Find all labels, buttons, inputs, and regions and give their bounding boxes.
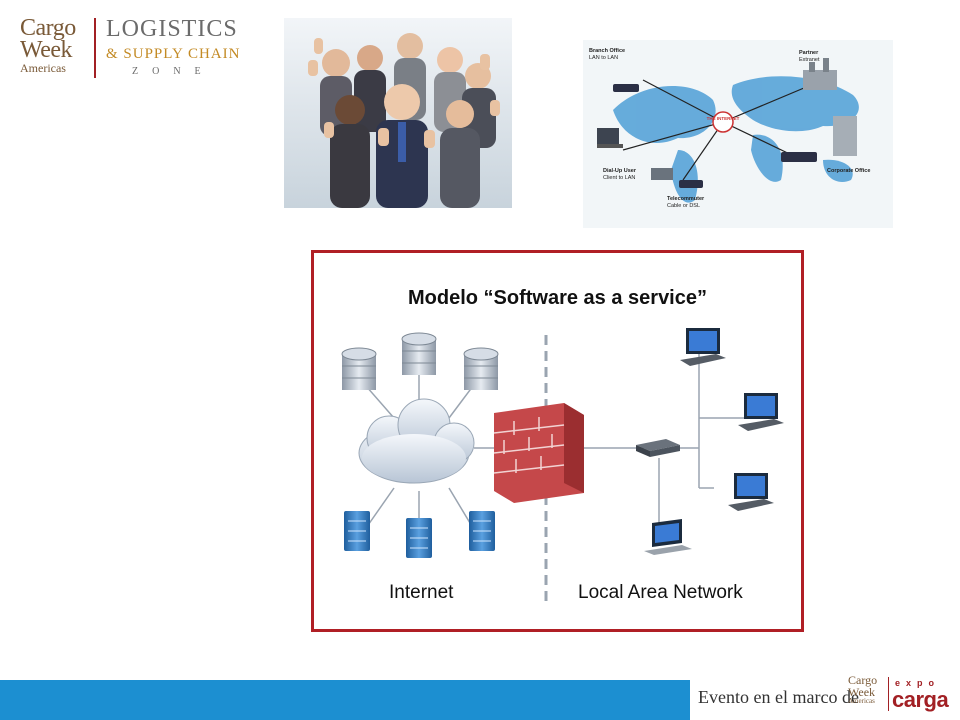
- map-partner-label: Partner: [799, 50, 819, 56]
- people-illustration: [284, 18, 512, 208]
- map-telecommuter-label: Telecommuter: [667, 196, 705, 202]
- desktop-computer-icons: [680, 328, 784, 511]
- network-switch-icon: [636, 439, 680, 457]
- map-dialup-sub-label: Client to LAN: [603, 175, 635, 181]
- internet-network-map-image: THE INTERNET Branch Office LAN to LAN Pa…: [583, 40, 893, 228]
- logo-supply-chain: & SUPPLY CHAIN: [106, 46, 241, 62]
- cargo-week-wordmark: Cargo Week Americas: [20, 16, 76, 74]
- map-telecommuter-sub-label: Cable or DSL: [667, 203, 700, 209]
- footer-logo-cargo: Cargo: [848, 673, 878, 687]
- map-branch-sub-label: LAN to LAN: [589, 55, 618, 61]
- footer-logo-carga: carga: [892, 687, 949, 712]
- saas-network-diagram: [341, 328, 784, 603]
- map-corporate-label: Corporate Office: [827, 168, 870, 174]
- local-area-network-label: Local Area Network: [578, 582, 743, 603]
- network-map-illustration: THE INTERNET Branch Office LAN to LAN Pa…: [583, 40, 893, 228]
- server-icons: [344, 511, 495, 558]
- logo-cargo: Cargo: [20, 15, 76, 41]
- map-internet-label: THE INTERNET: [707, 116, 740, 121]
- saas-diagram-title: Modelo “Software as a service”: [407, 287, 707, 309]
- footer-cargo-week-wordmark: Cargo Week Americas: [848, 674, 877, 705]
- footer-logo-expo: expo: [895, 678, 941, 688]
- logo-divider: [94, 18, 96, 78]
- logo-zone: ZONE: [132, 66, 215, 77]
- logo-logistics: LOGISTICS: [106, 16, 238, 42]
- laptop-icon: [644, 519, 692, 555]
- logo-week: Week: [20, 37, 73, 63]
- map-branch-office-label: Branch Office: [589, 48, 625, 54]
- saas-diagram-frame: Modelo “Software as a service”: [311, 250, 804, 632]
- firewall-icon: [493, 403, 584, 503]
- footer-logo-week: Week: [848, 685, 876, 699]
- map-partner-sub-label: Extranet: [799, 57, 820, 63]
- cloud-icon: [358, 398, 475, 484]
- map-dialup-label: Dial-Up User: [603, 168, 637, 174]
- expo-carga-logo: Cargo Week Americas expo carga: [848, 674, 954, 716]
- team-thumbs-up-image: [284, 18, 512, 208]
- footer-event-text: Evento en el marco de: [698, 687, 859, 707]
- cargo-week-logistics-logo: Cargo Week Americas LOGISTICS & SUPPLY C…: [14, 14, 244, 84]
- footer-logo-americas: Americas: [848, 697, 875, 705]
- database-icons: [341, 332, 499, 390]
- internet-label: Internet: [389, 582, 454, 603]
- footer-bar: [0, 680, 690, 720]
- footer-logo-divider: [888, 677, 889, 711]
- logo-americas: Americas: [20, 61, 66, 75]
